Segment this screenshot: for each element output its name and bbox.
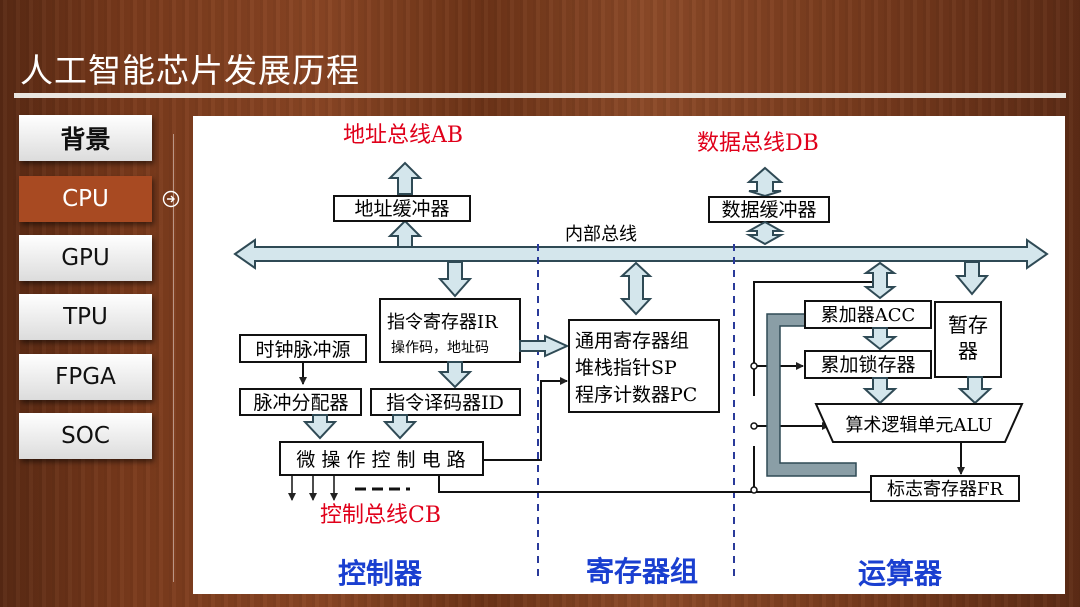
tab-cpu[interactable]: CPU (19, 176, 152, 222)
distributor-to-micro-arrow (302, 414, 338, 440)
data-buffer-label: 数据缓冲器 (721, 199, 816, 221)
title-underline (14, 93, 1066, 98)
internal-bus (233, 238, 1049, 270)
bus-register-arrow (619, 261, 653, 316)
temp-to-alu-arrow (957, 376, 993, 405)
data-bus-label: 数据总线DB (697, 131, 819, 156)
accumulator-label: 累加器ACC (821, 305, 916, 326)
ir-subtitle: 操作码，地址码 (391, 340, 489, 356)
instruction-register-box (379, 298, 521, 363)
register-sp: 堆栈指针SP (575, 357, 677, 379)
slide-title: 人工智能芯片发展历程 (20, 51, 360, 90)
address-buffer-in-arrow (387, 219, 423, 248)
alu-label: 算术逻辑单元ALU (845, 415, 992, 436)
section-alu-label: 运算器 (858, 557, 943, 590)
acc-latch-label: 累加锁存器 (820, 354, 915, 376)
data-bus-arrow (746, 166, 784, 198)
section-registers-label: 寄存器组 (586, 555, 698, 588)
pulse-distributor-label: 脉冲分配器 (253, 392, 348, 414)
acc-to-latch-arrow (862, 327, 898, 351)
ir-to-decoder-arrow (437, 361, 473, 389)
bus-to-temp-arrow (954, 261, 990, 296)
pulse-distributor-box (239, 388, 362, 416)
tab-background[interactable]: 背景 (19, 115, 152, 161)
address-bus-out-arrow (387, 161, 423, 195)
cpu-architecture-diagram: 地址总线AB 数据总线DB 地址缓冲器 数据缓冲器 内部总线 指令寄存器IR 操… (233, 123, 1049, 590)
tab-tpu[interactable]: TPU (19, 294, 152, 340)
acc-latch-box (804, 350, 932, 379)
temp-register-label-1: 暂存 (948, 313, 988, 337)
control-to-flag-line (438, 475, 1007, 496)
wire-junction-4 (750, 486, 758, 494)
tab-soc[interactable]: SOC (19, 413, 152, 459)
ir-to-register-arrow (519, 334, 570, 358)
micro-control-box (279, 441, 484, 476)
register-general: 通用寄存器组 (575, 330, 689, 352)
micro-control-label: 微 操 作 控 制 电 路 (296, 449, 465, 471)
instruction-decoder-box (370, 388, 521, 416)
flag-register-label: 标志寄存器FR (887, 479, 1003, 500)
address-bus-label: 地址总线AB (343, 123, 463, 148)
control-to-register-line (483, 377, 568, 461)
temp-register-label-2: 器 (958, 339, 978, 363)
address-buffer-box (333, 195, 471, 222)
alu-feedback-path (766, 313, 857, 477)
decoder-to-micro-arrow (382, 414, 418, 440)
data-buffer-box (708, 196, 830, 223)
register-group-box (568, 319, 720, 413)
temp-register-box (934, 301, 1002, 378)
flag-register-box (870, 475, 1020, 502)
instruction-decoder-label: 指令译码器ID (386, 392, 504, 414)
wire-junction-3 (750, 422, 758, 430)
tab-fpga[interactable]: FPGA (19, 354, 152, 400)
alu-shape (814, 403, 1024, 443)
ir-title: 指令寄存器IR (387, 312, 498, 333)
bus-to-ir-arrow (437, 261, 473, 298)
section-controller-label: 控制器 (338, 557, 423, 590)
address-buffer-label: 地址缓冲器 (354, 198, 449, 220)
accumulator-box (804, 300, 932, 329)
tab-gpu[interactable]: GPU (19, 235, 152, 281)
tab-divider-line (173, 134, 174, 582)
internal-bus-label: 内部总线 (565, 224, 637, 245)
cpu-diagram-panel: 地址总线AB 数据总线DB 地址缓冲器 数据缓冲器 内部总线 指令寄存器IR 操… (193, 116, 1065, 594)
bus-acc-arrow (862, 261, 898, 300)
register-pc: 程序计数器PC (575, 384, 697, 406)
alu-bus-wire (753, 281, 880, 396)
clock-source-label: 时钟脉冲源 (255, 339, 350, 361)
control-bus-label: 控制总线CB (320, 503, 441, 528)
latch-to-alu-arrow (862, 377, 898, 405)
circle-arrow-right-icon (162, 190, 180, 208)
wire-junction-2 (750, 362, 758, 370)
data-buffer-internal-arrow (745, 220, 785, 246)
